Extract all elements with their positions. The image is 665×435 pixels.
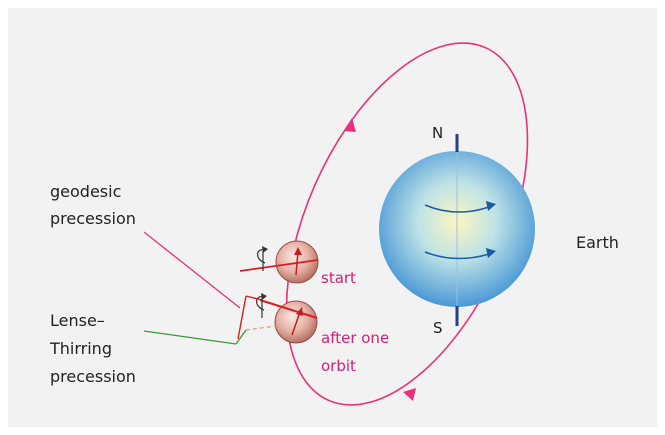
orbit-arrow-upper (344, 118, 356, 132)
diagram-panel (8, 8, 657, 427)
geodesic-precession-label-line2: precession (50, 209, 136, 228)
start-label: start (321, 269, 356, 287)
gyroscope-arrow-start (295, 251, 299, 276)
lense-thirring-label-line1: Lense– (50, 311, 105, 330)
south-pole-label: S (433, 319, 443, 337)
rotation-arrow-upper (424, 204, 490, 213)
gyroscope-start (239, 240, 319, 284)
after-one-orbit-label-line2: orbit (321, 357, 356, 375)
spin-arrowhead-after (261, 293, 267, 300)
rotation-arrowhead-lower (486, 248, 496, 258)
lense-thirring-label-line3: precession (50, 367, 136, 386)
gyroscope-arrow-after (291, 311, 301, 336)
earth (379, 134, 535, 326)
gyroscope-after (256, 293, 318, 344)
lense-thirring-pointer-line (143, 330, 237, 345)
geodesic-pointer-line (143, 231, 241, 309)
geodesic-precession-label-line1: geodesic (50, 182, 121, 201)
after-one-orbit-label-line1: after one (321, 329, 389, 347)
geodesic-precession-top (245, 295, 263, 301)
rotation-arrow-lower (424, 251, 490, 260)
gyroscope-arrowhead-after (296, 307, 303, 316)
gyroscope-arrowhead-start (294, 247, 302, 255)
north-pole-label: N (432, 124, 443, 142)
reference-dashed-line (245, 325, 277, 331)
lense-thirring-axis (235, 329, 247, 345)
gyroscope-spin-axis-after (259, 299, 318, 319)
spin-arrowhead-start (262, 246, 268, 253)
gyroscope-spin-axis-start (239, 259, 319, 272)
lense-thirring-label-line2: Thirring (49, 339, 112, 358)
earth-label: Earth (576, 233, 619, 252)
geodesic-precession-axis (237, 295, 247, 340)
orbit-arrow-lower (403, 388, 416, 401)
rotation-arrowhead-upper (486, 201, 496, 211)
